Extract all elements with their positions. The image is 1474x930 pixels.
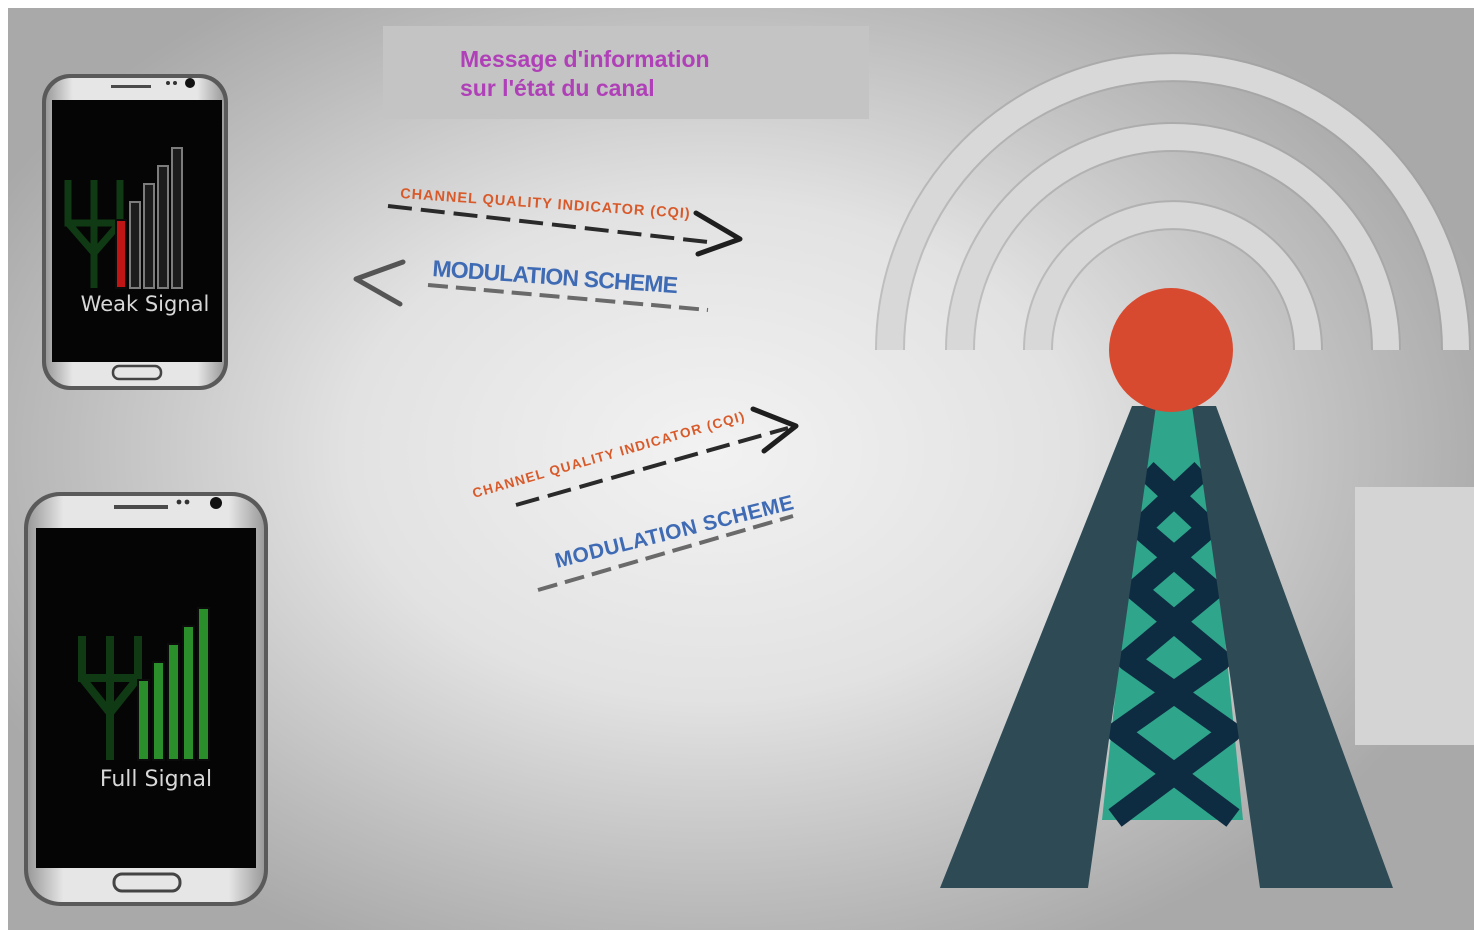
cqi-label-bottom: CHANNEL QUALITY INDICATOR (CQI) <box>471 409 746 501</box>
radio-waves-icon <box>875 52 1471 351</box>
full-signal-label: Full Signal <box>100 767 212 792</box>
signal-bar <box>182 625 195 761</box>
arrow-right-icon <box>693 210 743 257</box>
diagram-svg: Weak Signal Full Signal CHANNEL QUALITY … <box>24 52 1471 906</box>
speaker-grille <box>111 85 151 88</box>
cqi-label-top: CHANNEL QUALITY INDICATOR (CQI) <box>400 186 691 222</box>
signal-bar <box>137 679 150 761</box>
bottom-arrow-group: CHANNEL QUALITY INDICATOR (CQI) MODULATI… <box>471 406 799 592</box>
speaker-grille <box>114 505 168 509</box>
signal-bar <box>197 607 210 761</box>
tower-left-leg <box>940 406 1156 888</box>
antenna-icon <box>78 636 142 760</box>
top-arrow-group: CHANNEL QUALITY INDICATOR (CQI) MODULATI… <box>353 186 743 312</box>
info-message-line-2: sur l'état du canal <box>460 75 655 101</box>
signal-bar <box>129 201 141 289</box>
phone-full-signal: Full Signal <box>24 492 268 906</box>
modulation-label-top: MODULATION SCHEME <box>432 255 679 298</box>
phone-weak-signal: Weak Signal <box>42 74 228 390</box>
cqi-arrow-line-bottom <box>515 426 789 507</box>
home-button[interactable] <box>111 364 163 381</box>
signal-bar <box>171 147 183 289</box>
front-camera-icon <box>210 497 222 509</box>
tower-beacon-light <box>1109 288 1233 412</box>
cell-tower-icon <box>940 288 1393 888</box>
signal-bar <box>143 183 155 289</box>
diagram-canvas: Message d'information sur l'état du cana… <box>8 8 1474 930</box>
arrow-right-icon <box>750 406 799 454</box>
info-message-box: Message d'information sur l'état du cana… <box>383 26 869 119</box>
home-button[interactable] <box>112 872 182 893</box>
front-camera-icon <box>185 78 195 88</box>
cqi-arrow-line-top <box>387 204 709 244</box>
modulation-arrow-line-top <box>427 283 709 312</box>
signal-bar <box>115 219 127 289</box>
tower-cross-bracing <box>1107 461 1241 827</box>
modulation-label-bottom: MODULATION SCHEME <box>553 491 796 573</box>
side-panel <box>1355 487 1474 745</box>
tower-right-leg <box>1192 406 1393 888</box>
signal-bars-icon <box>115 147 183 289</box>
signal-bar <box>152 661 165 761</box>
weak-signal-label: Weak Signal <box>81 292 210 316</box>
arrow-left-icon <box>353 259 406 307</box>
modulation-arrow-line-bottom <box>537 514 794 592</box>
signal-bars-icon <box>137 607 210 761</box>
signal-bar <box>167 643 180 761</box>
info-message-line-1: Message d'information <box>460 46 710 72</box>
signal-bar <box>157 165 169 289</box>
